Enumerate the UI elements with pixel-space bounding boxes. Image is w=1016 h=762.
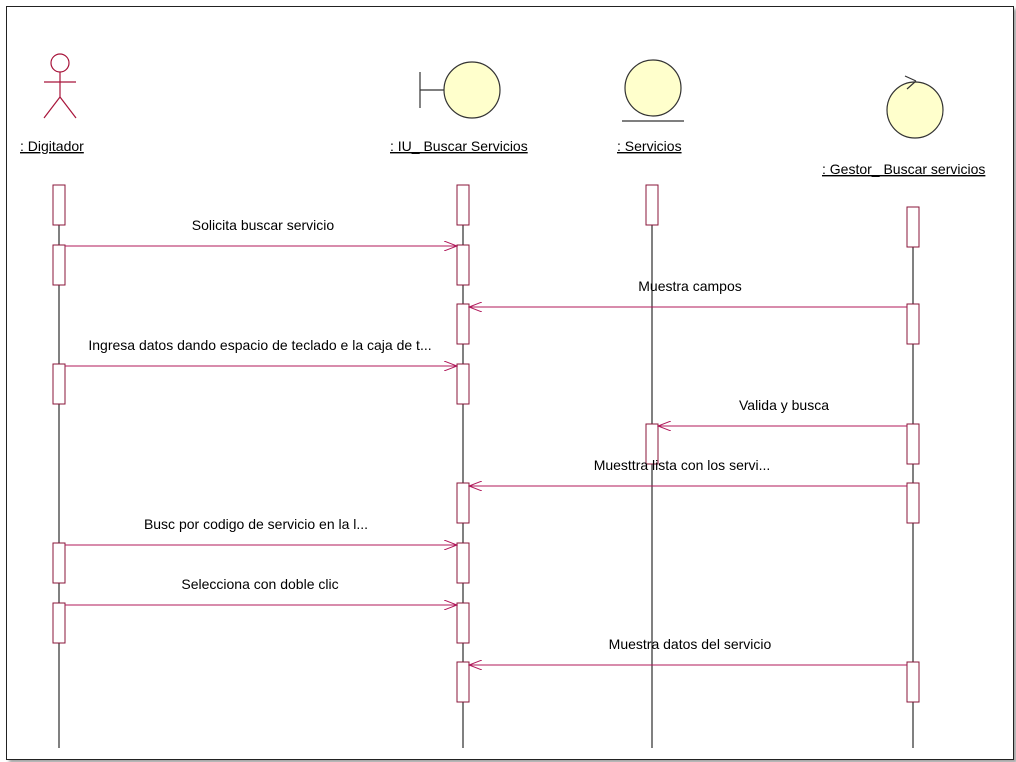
activation-bar <box>645 184 659 226</box>
activation-bar <box>456 244 470 286</box>
activation-bar <box>456 482 470 524</box>
participant-label-digitador: : Digitador <box>20 138 84 154</box>
diagram-frame <box>6 6 1014 760</box>
control-icon <box>886 75 944 139</box>
activation-bar <box>52 363 66 405</box>
activation-bar <box>456 661 470 703</box>
activation-bar <box>52 244 66 286</box>
message-label: Muesttra lista con los servi... <box>594 457 771 473</box>
message-label: Selecciona con doble clic <box>181 576 338 592</box>
activation-bar <box>456 542 470 584</box>
activation-bar <box>456 184 470 226</box>
activation-bar <box>52 542 66 584</box>
activation-bar <box>906 206 920 248</box>
activation-bar <box>52 602 66 644</box>
entity-icon <box>622 59 684 122</box>
activation-bar <box>906 661 920 703</box>
message-label: Valida y busca <box>739 397 829 413</box>
activation-bar <box>906 482 920 524</box>
message-label: Busc por codigo de servicio en la l... <box>144 516 368 532</box>
activation-bar <box>906 303 920 345</box>
actor-icon <box>43 53 77 119</box>
boundary-icon <box>419 61 501 119</box>
activation-bar <box>906 423 920 465</box>
message-label: Muestra campos <box>638 278 741 294</box>
activation-bar <box>456 303 470 345</box>
participant-label-gestor: : Gestor_ Buscar servicios <box>822 161 985 177</box>
activation-bar <box>456 363 470 405</box>
message-label: Ingresa datos dando espacio de teclado e… <box>88 337 431 353</box>
participant-label-servicios: : Servicios <box>617 138 682 154</box>
participant-label-iu-buscar-servicios: : IU_ Buscar Servicios <box>390 138 528 154</box>
message-label: Solicita buscar servicio <box>192 217 335 233</box>
activation-bar <box>456 602 470 644</box>
message-label: Muestra datos del servicio <box>609 636 772 652</box>
activation-bar <box>645 423 659 465</box>
activation-bar <box>52 184 66 226</box>
